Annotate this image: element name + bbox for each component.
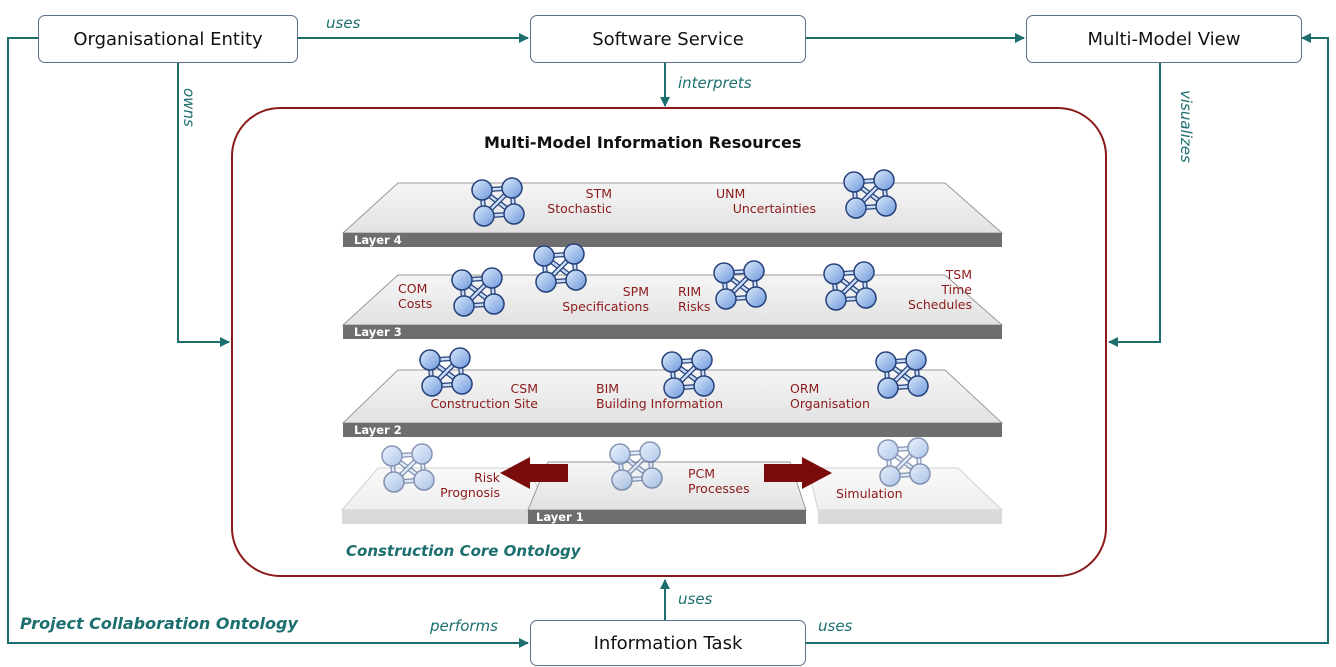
molecule-icons xyxy=(381,169,931,493)
model-csm-name: Construction Site xyxy=(430,396,538,411)
edge-label-uses-top: uses xyxy=(326,14,361,32)
molecule-pcm-icon xyxy=(609,441,663,491)
edge-uses-right xyxy=(806,33,1329,644)
information-task-box[interactable]: Information Task xyxy=(530,620,806,666)
model-bim: BIM Building Information xyxy=(596,381,723,411)
multi-model-view-label: Multi-Model View xyxy=(1087,28,1241,50)
model-simulation-name: Simulation xyxy=(836,486,903,501)
model-risk: Risk Prognosis xyxy=(428,470,500,500)
model-bim-code: BIM xyxy=(596,381,620,396)
edge-label-uses-right: uses xyxy=(818,617,853,635)
molecule-bim-icon xyxy=(661,349,715,399)
model-rim: RIM Risks xyxy=(678,284,710,314)
model-spm-code: SPM xyxy=(622,284,649,299)
model-spm-name: Specifications xyxy=(562,299,649,314)
edge-label-uses-bottom: uses xyxy=(678,590,713,608)
molecule-orm-icon xyxy=(875,349,929,399)
model-unm-name: Uncertainties xyxy=(732,201,816,216)
molecule-tsm-icon xyxy=(823,261,877,311)
model-stm-code: STM xyxy=(585,186,612,201)
layer-3-label: Layer 3 xyxy=(354,325,402,339)
software-service-box[interactable]: Software Service xyxy=(530,15,806,63)
model-tsm-line2: Schedules xyxy=(908,297,972,312)
model-unm: UNM Uncertainties xyxy=(716,186,816,216)
model-csm-code: CSM xyxy=(510,381,538,396)
model-tsm-line1: Time xyxy=(941,282,972,297)
software-service-label: Software Service xyxy=(592,28,744,50)
edge-visualizes xyxy=(1108,62,1161,347)
edge-label-visualizes: visualizes xyxy=(1177,90,1195,163)
molecule-csm-icon xyxy=(419,347,473,397)
model-simulation: Simulation xyxy=(836,486,903,501)
model-com: COM Costs xyxy=(398,281,432,311)
multi-model-view-box[interactable]: Multi-Model View xyxy=(1026,15,1302,63)
layer-1-label: Layer 1 xyxy=(536,510,584,524)
model-orm-name: Organisation xyxy=(790,396,870,411)
model-tsm: TSM Time Schedules xyxy=(894,267,972,312)
molecule-stm-icon xyxy=(471,177,525,227)
model-orm-code: ORM xyxy=(790,381,820,396)
molecule-unm-icon xyxy=(843,169,897,219)
organisational-entity-box[interactable]: Organisational Entity xyxy=(38,15,298,63)
model-orm: ORM Organisation xyxy=(790,381,870,411)
red-arrow-left xyxy=(500,457,568,489)
model-pcm-name: Processes xyxy=(688,481,750,496)
model-bim-name: Building Information xyxy=(596,396,724,411)
molecule-spm-icon xyxy=(533,243,587,293)
organisational-entity-label: Organisational Entity xyxy=(73,28,263,50)
edge-performs xyxy=(7,37,529,648)
molecule-com-icon xyxy=(451,267,505,317)
molecule-risk-icon xyxy=(381,443,435,493)
layer-4-label: Layer 4 xyxy=(354,233,402,247)
construction-core-ontology-label: Construction Core Ontology xyxy=(346,542,581,560)
model-stm-name: Stochastic xyxy=(547,201,612,216)
information-task-label: Information Task xyxy=(593,632,743,654)
edge-label-owns: owns xyxy=(180,88,198,127)
model-rim-name: Risks xyxy=(678,299,711,314)
model-pcm: PCM Processes xyxy=(688,466,750,496)
container-title: Multi-Model Information Resources xyxy=(484,133,802,152)
model-risk-line2: Prognosis xyxy=(440,485,500,500)
red-arrow-right xyxy=(764,457,832,489)
edge-label-interprets: interprets xyxy=(678,74,752,92)
molecule-rim-icon xyxy=(713,260,767,310)
model-com-name: Costs xyxy=(398,296,433,311)
layer-1-center-plate xyxy=(527,461,807,524)
model-spm: SPM Specifications xyxy=(546,284,649,314)
model-rim-code: RIM xyxy=(678,284,702,299)
model-pcm-code: PCM xyxy=(688,466,716,481)
model-tsm-code: TSM xyxy=(945,267,972,282)
edge-label-performs: performs xyxy=(430,617,498,635)
layer-1-right-plate xyxy=(807,467,1004,524)
molecule-sim-icon xyxy=(877,437,931,487)
model-unm-code: UNM xyxy=(716,186,746,201)
model-stm: STM Stochastic xyxy=(538,186,612,216)
layer-4-plate xyxy=(341,182,1004,247)
model-csm: CSM Construction Site xyxy=(410,381,538,411)
project-collaboration-ontology-label: Project Collaboration Ontology xyxy=(20,614,298,633)
model-risk-line1: Risk xyxy=(474,470,500,485)
layer-2-label: Layer 2 xyxy=(354,423,402,437)
model-com-code: COM xyxy=(398,281,428,296)
edge-owns xyxy=(177,62,230,347)
